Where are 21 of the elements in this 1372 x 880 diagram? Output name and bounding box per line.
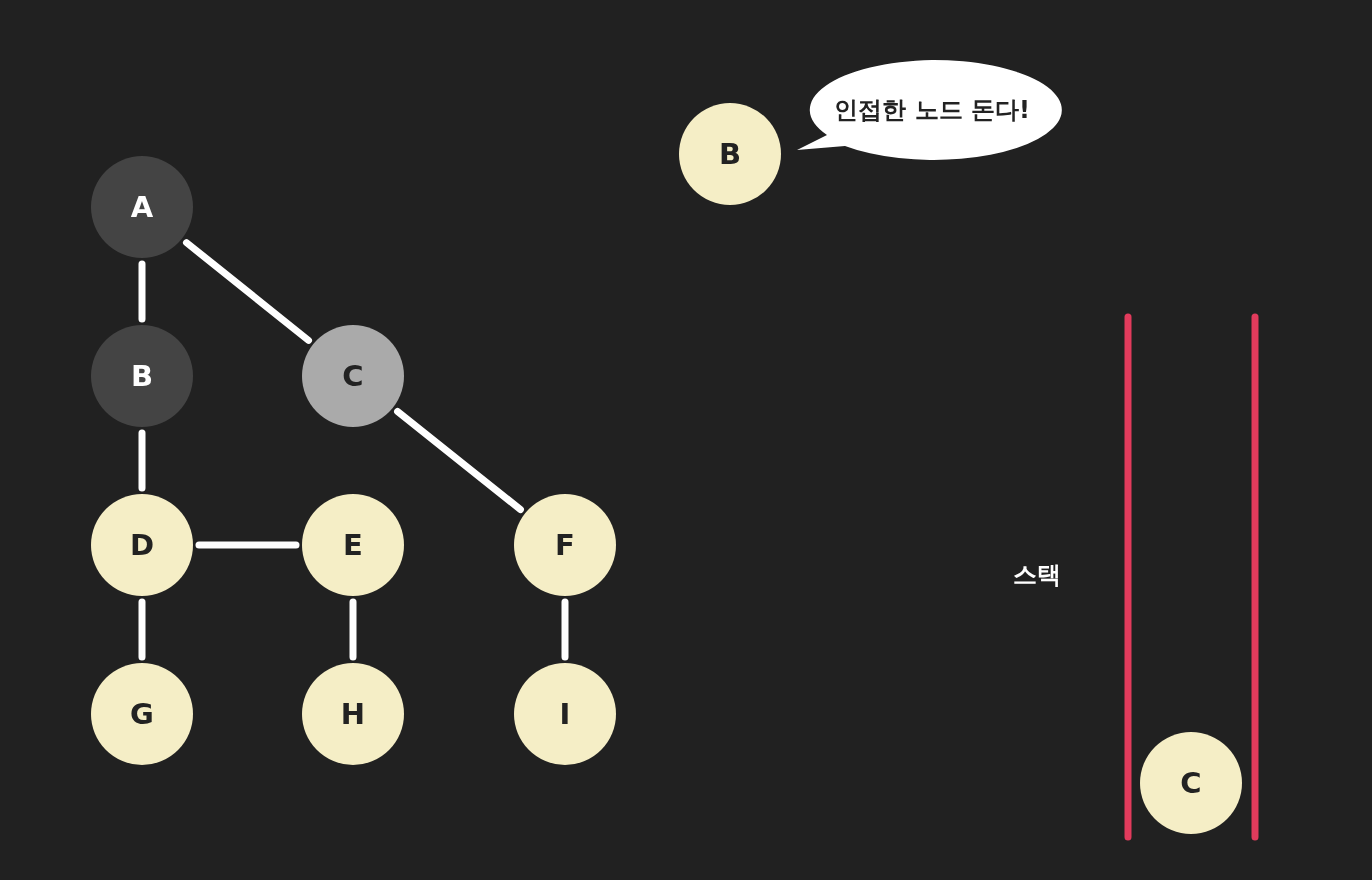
node-circle: I bbox=[514, 663, 616, 765]
visited-node-circle: B bbox=[91, 325, 193, 427]
speech-text: 인접한 노드 돈다! bbox=[834, 95, 1030, 126]
edge-line bbox=[138, 598, 146, 661]
node-circle: G bbox=[91, 663, 193, 765]
visited-node-circle: A bbox=[91, 156, 193, 258]
edge-line bbox=[138, 260, 146, 323]
edge-line bbox=[394, 408, 524, 513]
node-circle: B bbox=[679, 103, 781, 205]
node-circle: C bbox=[1140, 732, 1242, 834]
edge-line bbox=[195, 541, 300, 549]
node-circle: H bbox=[302, 663, 404, 765]
current-node-circle: C bbox=[302, 325, 404, 427]
edge-line bbox=[349, 598, 357, 661]
node-circle: D bbox=[91, 494, 193, 596]
node-circle: F bbox=[514, 494, 616, 596]
edge-line bbox=[561, 598, 569, 661]
stack-label: 스택 bbox=[1013, 560, 1061, 591]
edge-line bbox=[138, 429, 146, 492]
node-circle: E bbox=[302, 494, 404, 596]
edge-line bbox=[183, 239, 312, 344]
